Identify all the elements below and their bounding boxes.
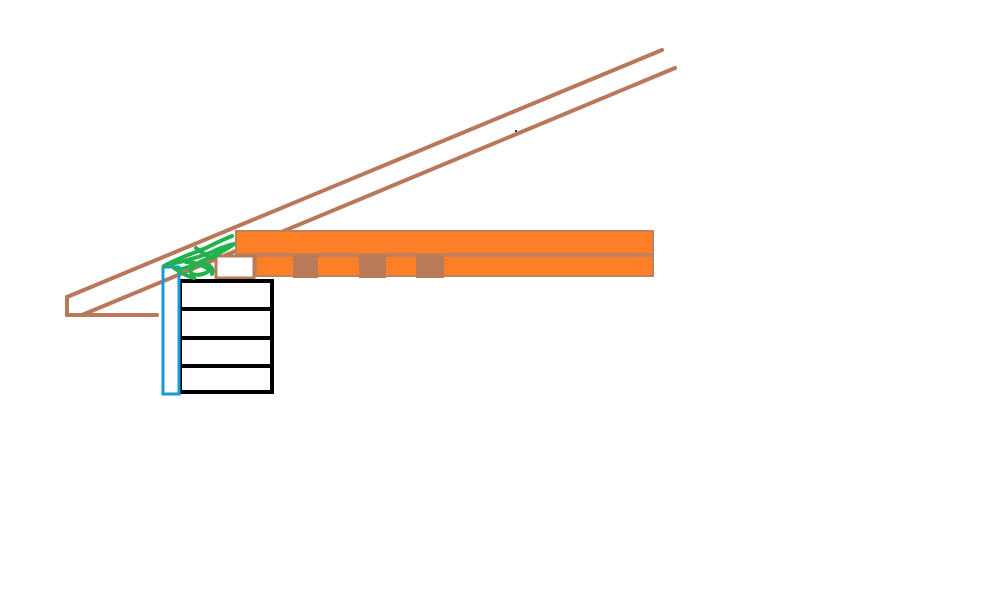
- wall-plate: [214, 254, 256, 280]
- rafter-top-edge: [65, 48, 664, 299]
- spacer-block-1: [293, 255, 318, 278]
- stray-dot: [515, 130, 517, 132]
- insulation-stroke-4: [194, 244, 230, 260]
- wall-post: [161, 265, 181, 396]
- spacer-block-3: [416, 255, 444, 278]
- spacer-block-2: [359, 255, 386, 278]
- insulation-stroke-1: [162, 234, 234, 268]
- insulation-scribble: [162, 234, 236, 280]
- insulation-stroke-5: [172, 266, 196, 280]
- upper-joist: [235, 230, 654, 255]
- insulation-stroke-3: [184, 260, 215, 277]
- lower-joist: [255, 255, 654, 277]
- brick-wall: [178, 279, 274, 394]
